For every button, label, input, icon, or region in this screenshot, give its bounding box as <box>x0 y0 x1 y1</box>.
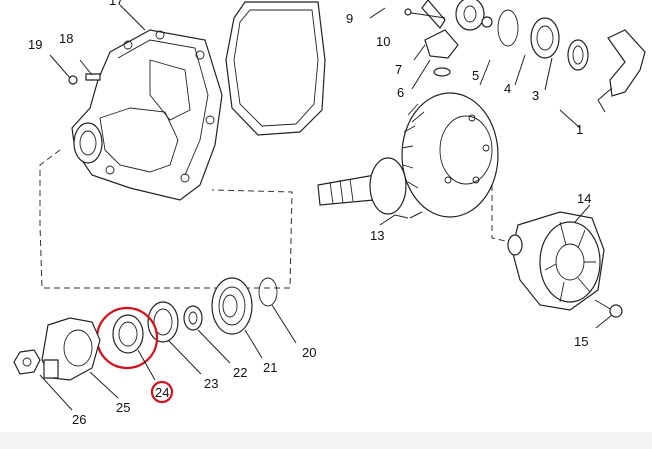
callout-5: 5 <box>472 68 479 83</box>
side-gears-group <box>404 0 646 97</box>
callout-26: 26 <box>72 412 86 427</box>
pinion-seal-24 <box>112 314 144 354</box>
callout-3: 3 <box>532 88 539 103</box>
guide-line-housing <box>39 149 293 289</box>
callout-8: 8 <box>432 1 433 3</box>
callout-2: 2 <box>500 1 501 3</box>
spacer-22 <box>183 305 203 331</box>
bolts-18-19 <box>68 73 101 85</box>
callout-4: 4 <box>504 81 511 96</box>
callout-7: 7 <box>395 62 402 77</box>
callout-10: 10 <box>376 34 390 49</box>
guide-line-carrier <box>491 185 511 243</box>
callout-23: 23 <box>204 376 218 391</box>
callout-6: 6 <box>397 85 404 100</box>
differential-carrier <box>507 211 623 318</box>
bearing-snap-ring-20 <box>258 277 278 307</box>
callout-24: 24 <box>155 385 169 400</box>
pinion-nut <box>13 349 41 375</box>
callout-22: 22 <box>233 365 247 380</box>
callout-25: 25 <box>116 400 130 415</box>
callout-15: 15 <box>574 334 588 349</box>
cover-gasket <box>225 1 326 136</box>
ring-and-pinion-gear <box>317 92 499 218</box>
callout-13: 13 <box>370 228 384 243</box>
pinion-yoke <box>41 317 101 381</box>
highlight-circle-callout-24 <box>150 380 174 404</box>
callout-17: 17 <box>109 0 123 8</box>
bottom-strip <box>0 432 652 449</box>
callout-18: 18 <box>59 31 73 46</box>
callout-20: 20 <box>302 345 316 360</box>
callout-14: 14 <box>577 191 591 206</box>
bearing-21 <box>211 277 253 335</box>
callout-1: 1 <box>576 122 583 137</box>
callout-19: 19 <box>28 37 42 52</box>
differential-housing <box>71 29 223 201</box>
callout-9: 9 <box>346 11 353 26</box>
callout-21: 21 <box>263 360 277 375</box>
